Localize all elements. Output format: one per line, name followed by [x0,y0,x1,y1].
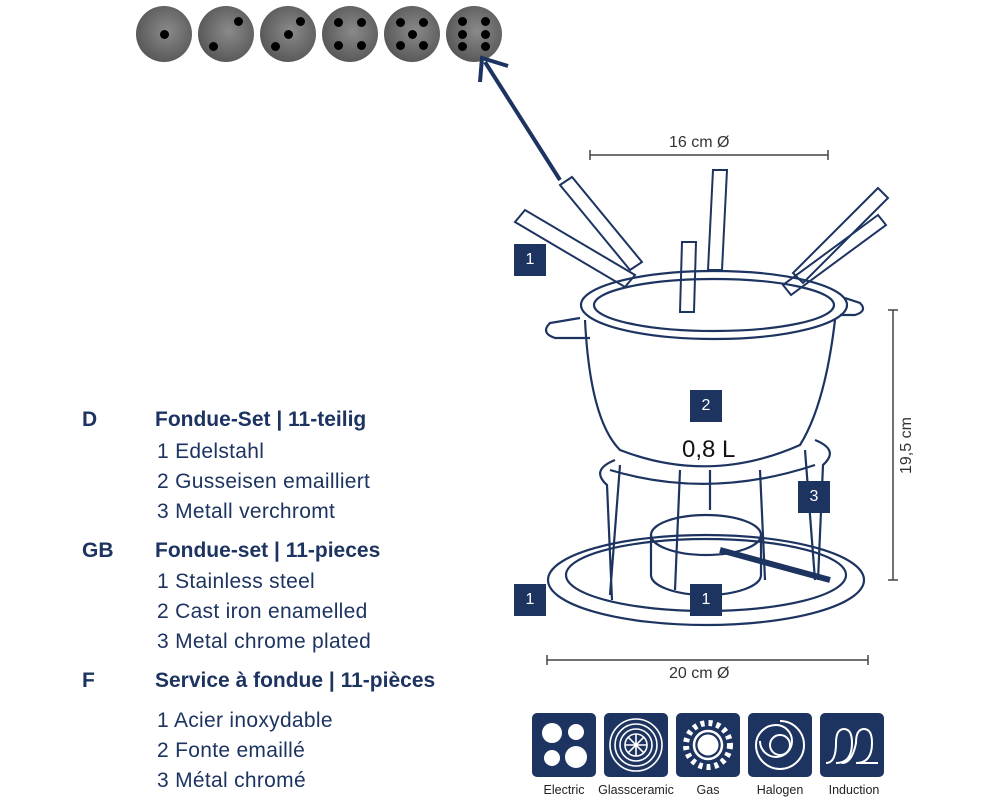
die-pip [283,29,293,39]
die-pip [418,18,428,28]
callout-3: 3 [798,481,830,513]
section-title: Fondue-Set | 11-teilig [155,408,367,431]
lang-code-gb: GB [82,539,114,562]
induction-icon [820,713,884,777]
lang-code-f: F [82,669,95,692]
heat-label-gas: Gas [696,783,720,797]
callout-1: 1 [514,584,546,616]
die-pip [234,16,244,26]
section-title: Fondue-set | 11-pieces [155,539,381,562]
die-3 [260,6,316,62]
height-label: 19,5 cm [898,417,915,474]
heat-label-electric: Electric [543,783,585,797]
die-pip [480,42,490,52]
list-item: 3 Metal chrome plated [157,630,372,653]
die-pip [458,29,468,39]
list-item: 2 Gusseisen emailliert [157,470,371,493]
heat-label-glassceramic: Glassceramic [598,783,674,797]
base-diameter-label: 20 cm Ø [669,665,730,682]
die-pip [159,29,169,39]
die-pip [356,40,366,50]
die-4 [322,6,378,62]
heat-label-halogen: Halogen [756,783,804,797]
die-pip [480,16,490,26]
die-2 [198,6,254,62]
callout-2: 2 [690,390,722,422]
die-pip [270,42,280,52]
list-item: 2 Cast iron enamelled [157,600,368,623]
die-pip [356,18,366,28]
heat-label-induction: Induction [828,783,880,797]
die-pip [334,18,344,28]
die-5 [384,6,440,62]
die-pip [334,40,344,50]
list-item: 2 Fonte emaillé [157,739,306,762]
section-title: Service à fondue | 11-pièces [155,669,436,692]
list-item: 3 Metall verchromt [157,500,336,523]
electric-icon [532,713,596,777]
die-pip [480,29,490,39]
gas-icon [676,713,740,777]
die-pip [458,42,468,52]
pot-diameter-label: 16 cm Ø [669,134,730,151]
glassceramic-icon [604,713,668,777]
list-item: 1 Edelstahl [157,440,265,463]
list-item: 1 Stainless steel [157,570,316,593]
halogen-icon [748,713,812,777]
capacity-label: 0,8 L [682,436,736,463]
die-pip [407,29,417,39]
lang-code-d: D [82,408,98,431]
die-6 [446,6,502,62]
die-pip [208,42,218,52]
die-pip [396,40,406,50]
list-item: 3 Métal chromé [157,769,306,792]
callout-1: 1 [514,244,546,276]
list-item: 1 Acier inoxydable [157,709,333,732]
die-pip [296,16,306,26]
die-pip [418,40,428,50]
die-1 [136,6,192,62]
callout-1: 1 [690,584,722,616]
die-pip [396,18,406,28]
die-pip [458,16,468,26]
